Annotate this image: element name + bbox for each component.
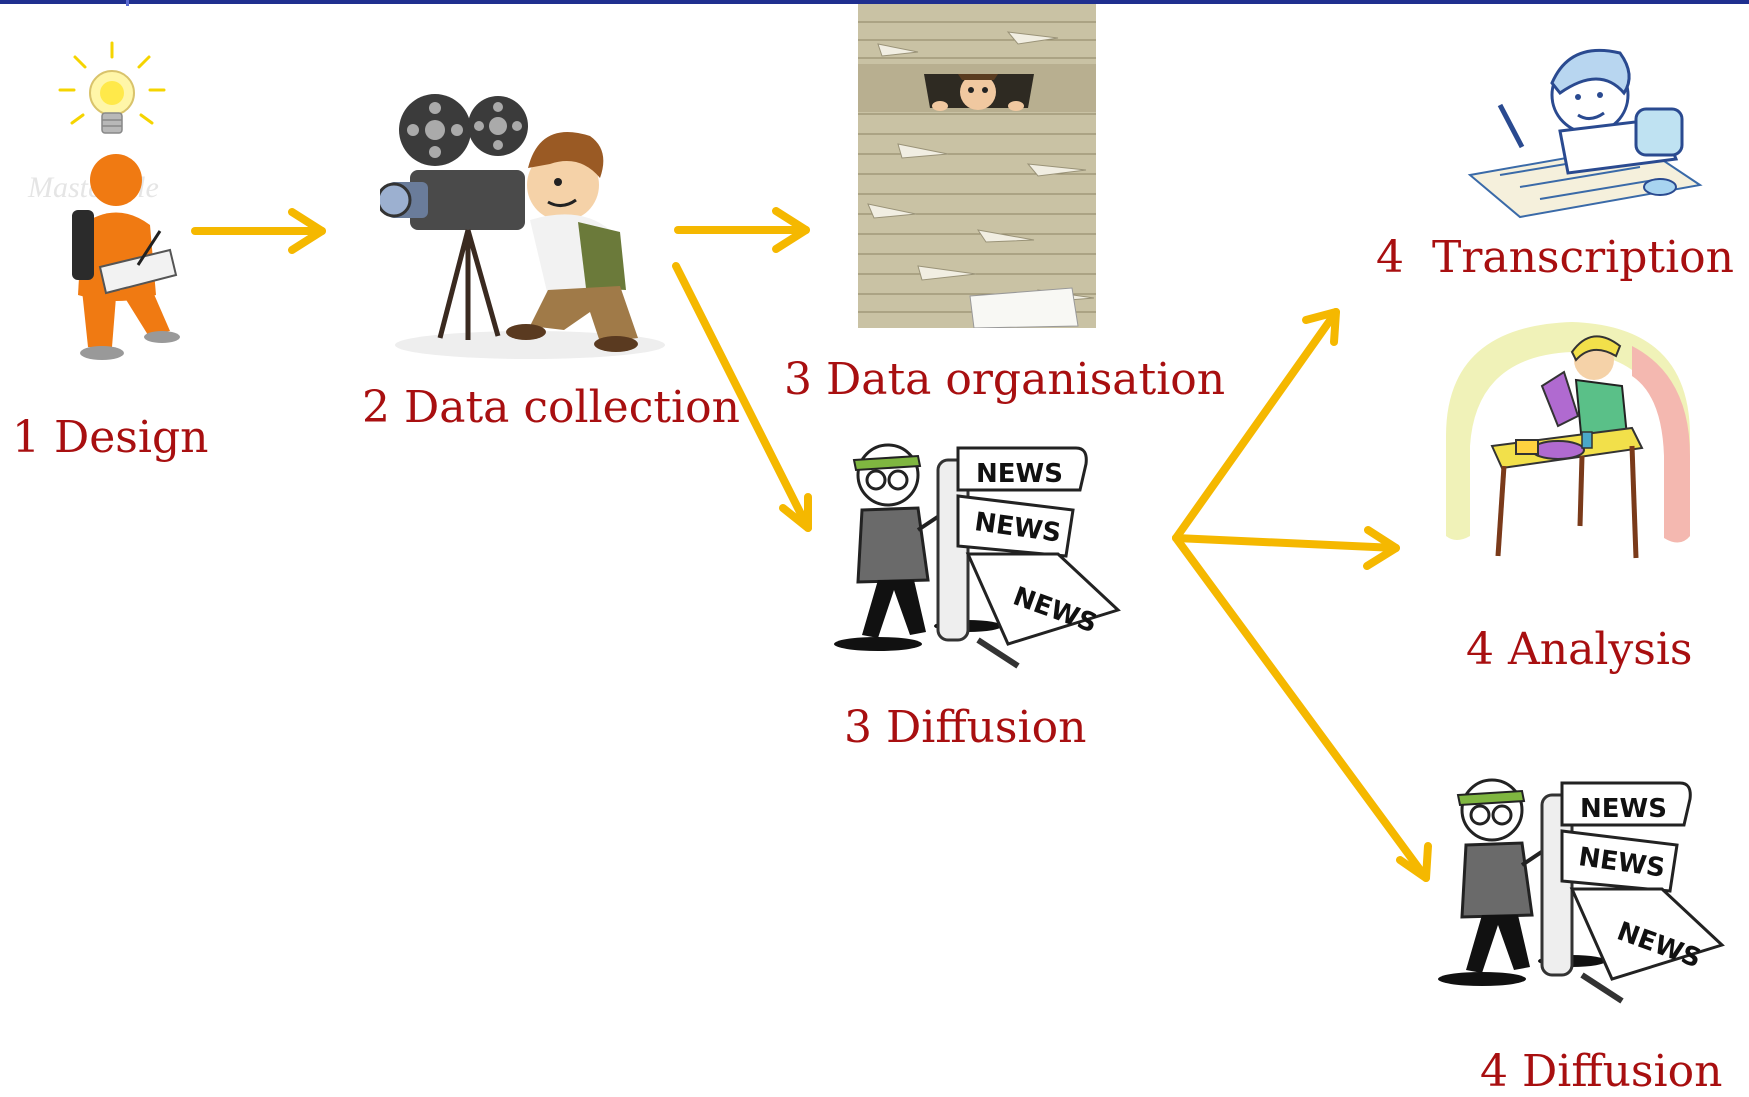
- paper-stack-icon: [858, 4, 1096, 328]
- arrow-collection-to-diffusion: [672, 262, 812, 532]
- arrow-diffusion-to-analysis: [1172, 526, 1400, 570]
- step-label-diffusion-4: 4 Diffusion: [1480, 1046, 1723, 1097]
- news-press-icon: NEWS NEWS NEWS: [834, 443, 1121, 669]
- camera-operator-icon: [380, 94, 665, 359]
- top-border: [0, 0, 1749, 4]
- step-label-analysis: 4 Analysis: [1466, 624, 1693, 675]
- step-label-data-collection: 2 Data collection: [362, 382, 740, 433]
- top-border-tick: [126, 0, 129, 6]
- arrow-design-to-collection: [191, 208, 326, 254]
- person-writing-icon: [1467, 48, 1703, 219]
- lightbulb-icon: [58, 41, 166, 134]
- scientist-microscope-icon: [1446, 322, 1690, 559]
- step-label-data-organisation: 3 Data organisation: [784, 354, 1226, 405]
- arrow-diffusion-to-transcription: [1172, 308, 1340, 542]
- designer-icon: Master file: [27, 41, 180, 360]
- news-press-icon-2: NEWS NEWS NEWS: [1438, 778, 1725, 1004]
- news-headline-1: NEWS: [976, 459, 1063, 489]
- step-label-transcription: 4 Transcription: [1376, 232, 1734, 283]
- film-reel-icon: [399, 94, 528, 166]
- news-headline-1: NEWS: [1580, 794, 1667, 824]
- step-label-diffusion-3: 3 Diffusion: [844, 702, 1087, 753]
- arrow-diffusion-to-diffusion4: [1172, 534, 1432, 882]
- arrow-collection-to-organisation: [674, 207, 810, 253]
- step-label-design: 1 Design: [12, 412, 209, 463]
